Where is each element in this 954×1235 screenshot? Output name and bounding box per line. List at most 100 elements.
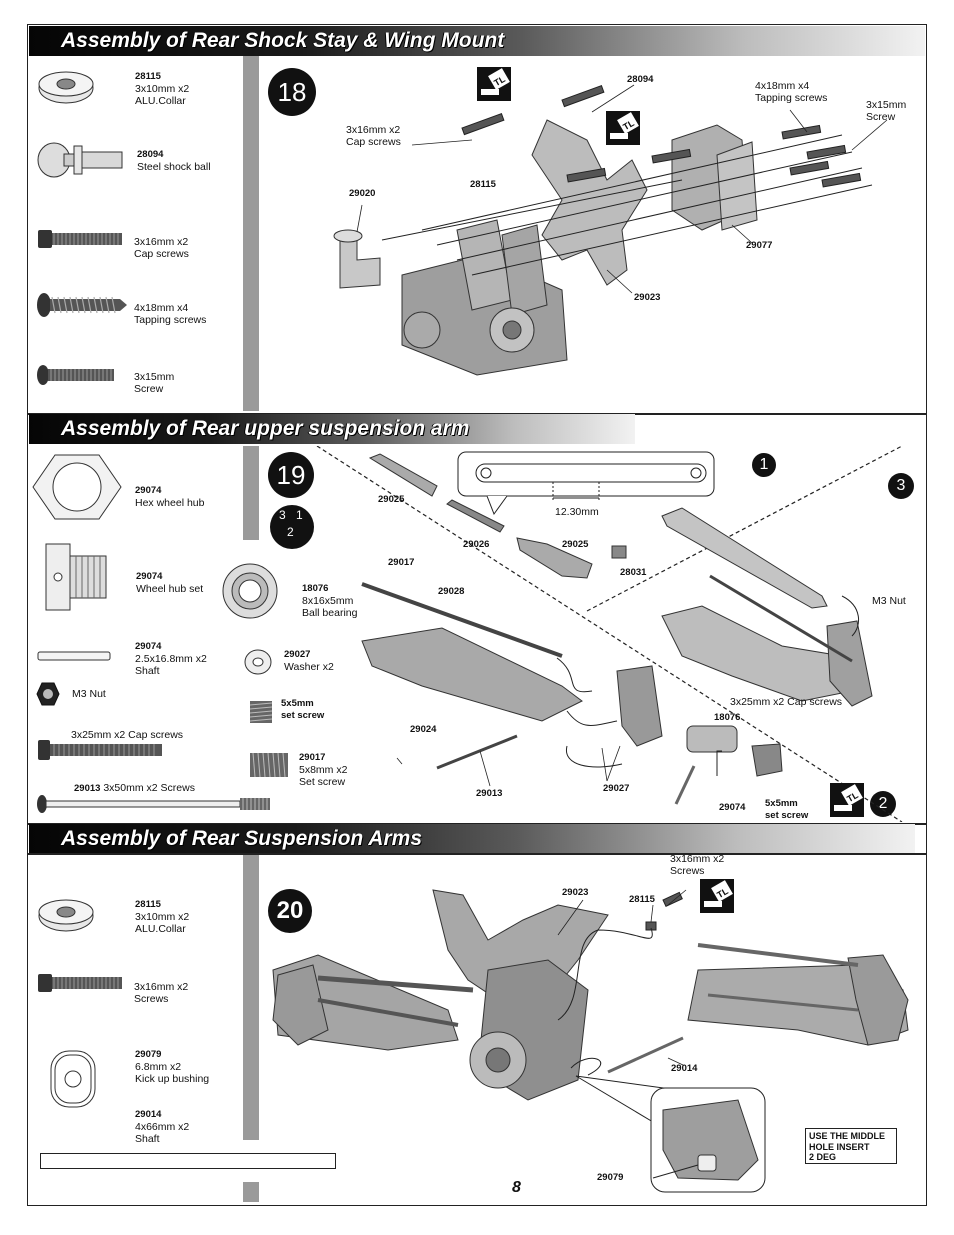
callout: 29028 (438, 586, 465, 597)
column-divider-18 (243, 56, 259, 411)
callout: M3 Nut (872, 595, 906, 607)
callout: 28115 (629, 894, 655, 905)
callout: 3x15mm Screw (866, 99, 907, 123)
threadlock-icon: TL (830, 783, 864, 817)
part-desc: 5x5mm set screw (281, 698, 325, 721)
set-screw-icon (249, 701, 273, 723)
callout: 29074 (719, 802, 746, 813)
cap-screw-icon (38, 230, 122, 248)
part-desc: 3x25mm x2 Cap screws (71, 729, 184, 741)
page-number: 8 (512, 1179, 521, 1196)
tapping-screw-icon (37, 293, 127, 317)
part-number: 28094 (137, 149, 164, 160)
part-number: 29027 (284, 649, 311, 660)
callout: 12.30mm (555, 506, 599, 518)
callout: 29077 (746, 240, 773, 251)
order-c: 2 (287, 525, 294, 539)
section-separator (27, 413, 927, 415)
section-title-18: Assembly of Rear Shock Stay & Wing Mount (29, 26, 925, 56)
section-title-20: Assembly of Rear Suspension Arms (29, 824, 915, 854)
callout: 28115 (470, 179, 496, 190)
sub-step-2: 2 (870, 791, 896, 817)
section-separator (27, 853, 927, 855)
callout: 29024 (410, 724, 437, 735)
part-number: 29074 (136, 571, 163, 582)
part-desc: Washer x2 (284, 661, 334, 673)
part-desc: 6.8mm x2 Kick up bushing (135, 1061, 210, 1085)
sub-step-1: 1 (752, 453, 776, 477)
part-desc: M3 Nut (72, 688, 106, 700)
wheel-hub-icon (45, 543, 107, 611)
callout: 5x5mm set screw (765, 798, 809, 821)
part-desc: 5x8mm x2 Set screw (299, 764, 348, 788)
section-separator (27, 823, 927, 825)
callout: 3x25mm x2 Cap screws (730, 696, 843, 708)
step-number-19: 19 (268, 452, 314, 498)
part-number: 29017 (299, 752, 326, 763)
alu-collar-icon (38, 71, 94, 104)
tl-label: TL (715, 886, 730, 900)
part-desc: 3x50mm x2 Screws (103, 782, 195, 794)
kick-up-bushing-icon (50, 1050, 96, 1108)
alu-collar-icon (38, 899, 94, 932)
threadlock-icon: TL (700, 879, 734, 913)
part-number: 29013 (74, 783, 101, 794)
shaft-length-gauge (40, 1153, 336, 1169)
note-text: USE THE MIDDLE HOLE INSERT 2 DEG (809, 1131, 886, 1162)
part-desc: 3x10mm x2 ALU.Collar (135, 911, 190, 935)
part-desc: Wheel hub set (136, 583, 204, 595)
rear-shock-stay-diagram (333, 84, 888, 376)
part-desc: 3x15mm Screw (134, 371, 175, 395)
cap-screw-icon (38, 740, 162, 760)
cap-screw-icon (38, 974, 122, 992)
part-number: 28115 (135, 899, 161, 910)
callout: 29023 (634, 292, 661, 303)
column-divider-20b (243, 1182, 259, 1202)
part-desc: 3x16mm x2 Screws (134, 981, 189, 1005)
part-desc: 8x16x5mm Ball bearing (302, 595, 358, 619)
callout: 29017 (388, 557, 415, 568)
part-number: 18076 (302, 583, 329, 594)
tl-label: TL (492, 74, 507, 88)
m3-nut-icon (36, 682, 60, 706)
callout: 29027 (603, 783, 630, 794)
column-divider-19 (243, 446, 259, 540)
part-number: 28115 (135, 71, 161, 82)
shaft-icon (37, 651, 111, 661)
callout: 4x18mm x4 Tapping screws (755, 80, 828, 104)
callout: 3x16mm x2 Screws (670, 853, 725, 877)
part-desc: 4x66mm x2 Shaft (135, 1121, 190, 1145)
callout: 29023 (562, 887, 589, 898)
set-screw-icon (250, 752, 288, 778)
threadlock-icon: TL (606, 111, 640, 145)
screw-icon (37, 365, 114, 385)
shock-ball-icon (37, 142, 123, 178)
part-desc: 3x10mm x2 ALU.Collar (135, 83, 190, 107)
order-badge: 3 1 2 (270, 505, 314, 549)
part-desc: 4x18mm x4 Tapping screws (134, 302, 207, 326)
hex-wheel-hub-icon (32, 454, 122, 520)
callout: 29014 (671, 1063, 698, 1074)
part-desc: Steel shock ball (137, 161, 211, 173)
ball-bearing-icon (222, 563, 278, 619)
part-desc: 3x16mm x2 Cap screws (134, 236, 189, 260)
callout: 29079 (597, 1172, 624, 1183)
part-desc: Hex wheel hub (135, 497, 205, 509)
long-screw-icon (37, 795, 270, 813)
part-desc: 2.5x16.8mm x2 Shaft (135, 653, 207, 677)
sub-step-3: 3 (888, 473, 914, 499)
washer-icon (244, 649, 272, 675)
callout: 29013 (476, 788, 503, 799)
callout: 28094 (627, 74, 654, 85)
threadlock-icon: TL (477, 67, 511, 101)
part-number: 29074 (135, 641, 162, 652)
callout: 3x16mm x2 Cap screws (346, 124, 401, 148)
callout: 29025 (562, 539, 589, 550)
callout: 18076 (714, 712, 741, 723)
tl-label: TL (845, 790, 860, 804)
order-b: 1 (296, 508, 303, 522)
order-a: 3 (279, 508, 286, 522)
part-number: 29014 (135, 1109, 162, 1120)
step-number-18: 18 (268, 68, 316, 116)
callout: 28031 (620, 567, 647, 578)
